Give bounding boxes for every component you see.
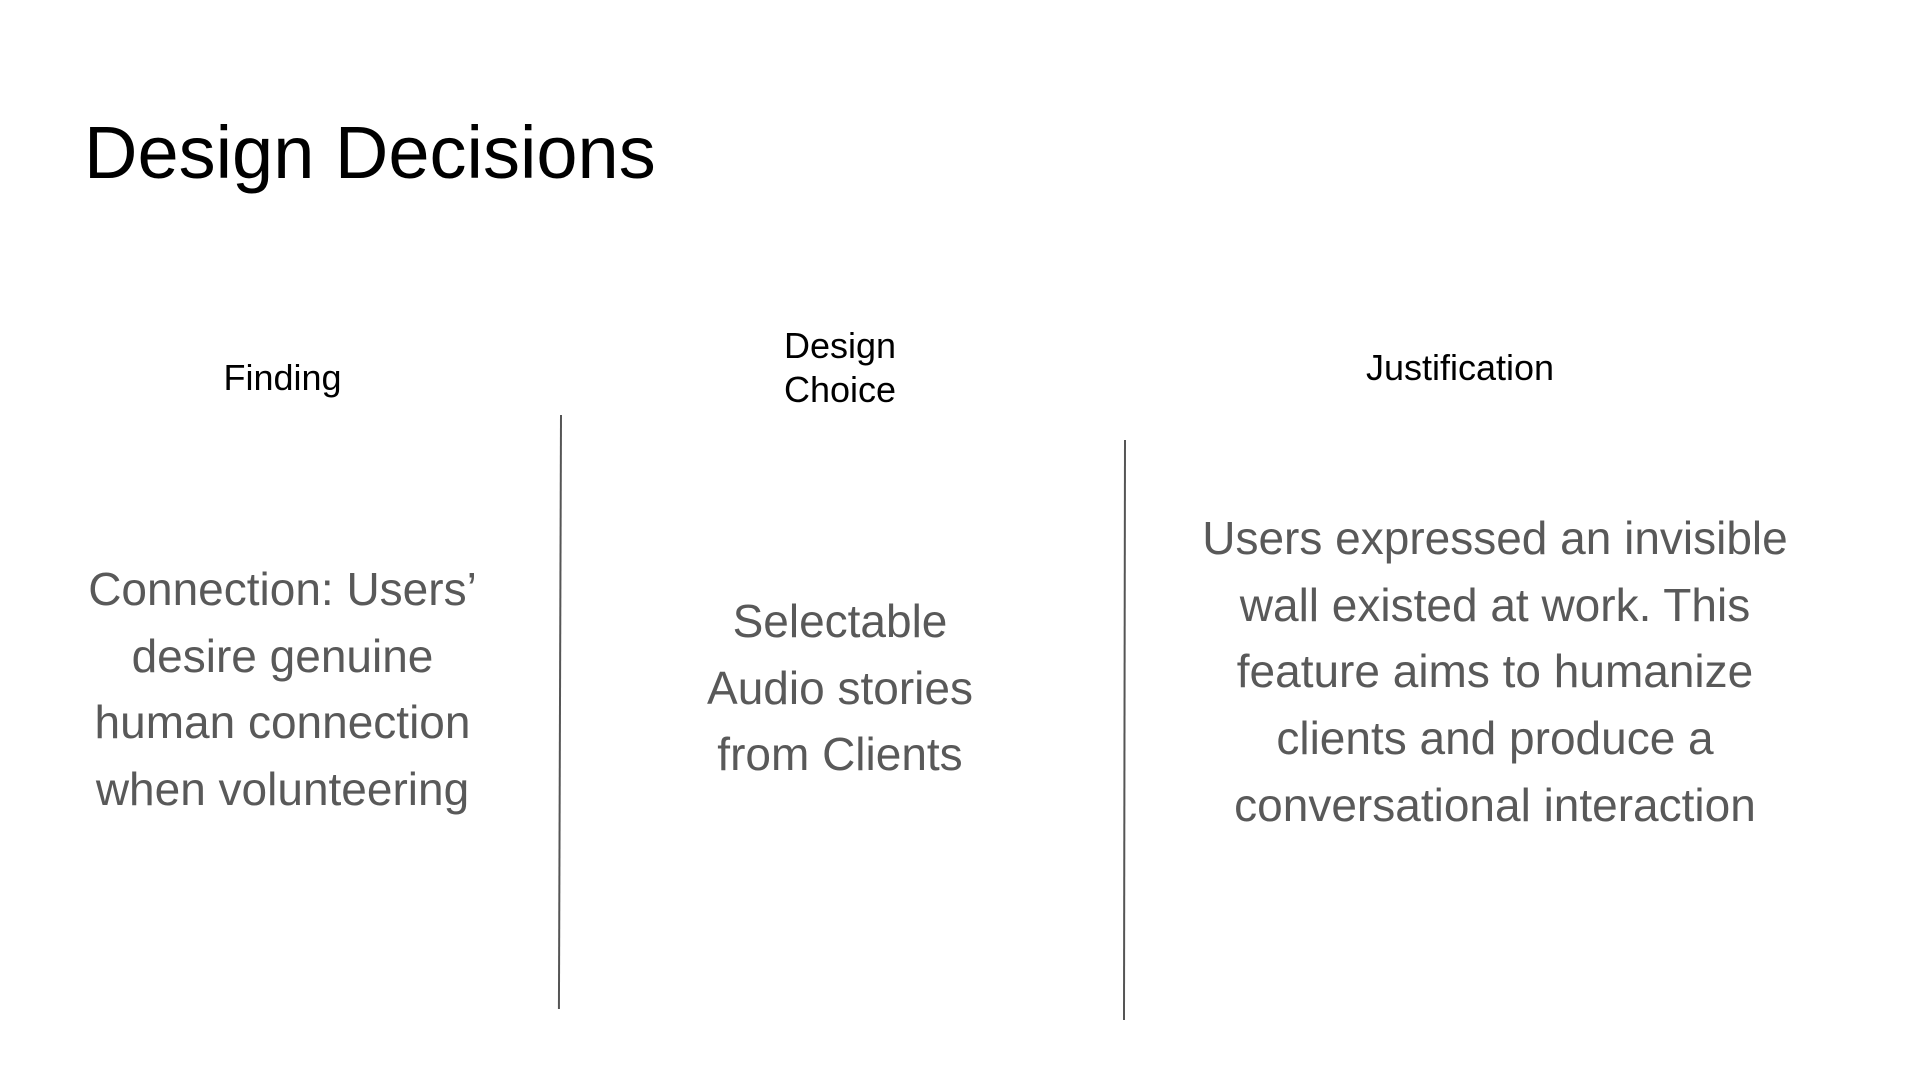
slide-title: Design Decisions bbox=[84, 111, 656, 194]
column-header-finding: Finding bbox=[223, 357, 342, 398]
column-body-design-choice: Selectable Audio stories from Clients bbox=[707, 595, 973, 781]
column-divider-2 bbox=[1122, 440, 1126, 1021]
column-header-justification: Justification bbox=[1365, 347, 1555, 388]
column-body-justification: Users expressed an invisible wall existe… bbox=[1202, 512, 1788, 831]
column-divider-1 bbox=[557, 415, 562, 1010]
column-header-design-choice: Design Choice bbox=[783, 325, 897, 411]
column-body-finding: Connection: Users’ desire genuine human … bbox=[88, 563, 477, 816]
